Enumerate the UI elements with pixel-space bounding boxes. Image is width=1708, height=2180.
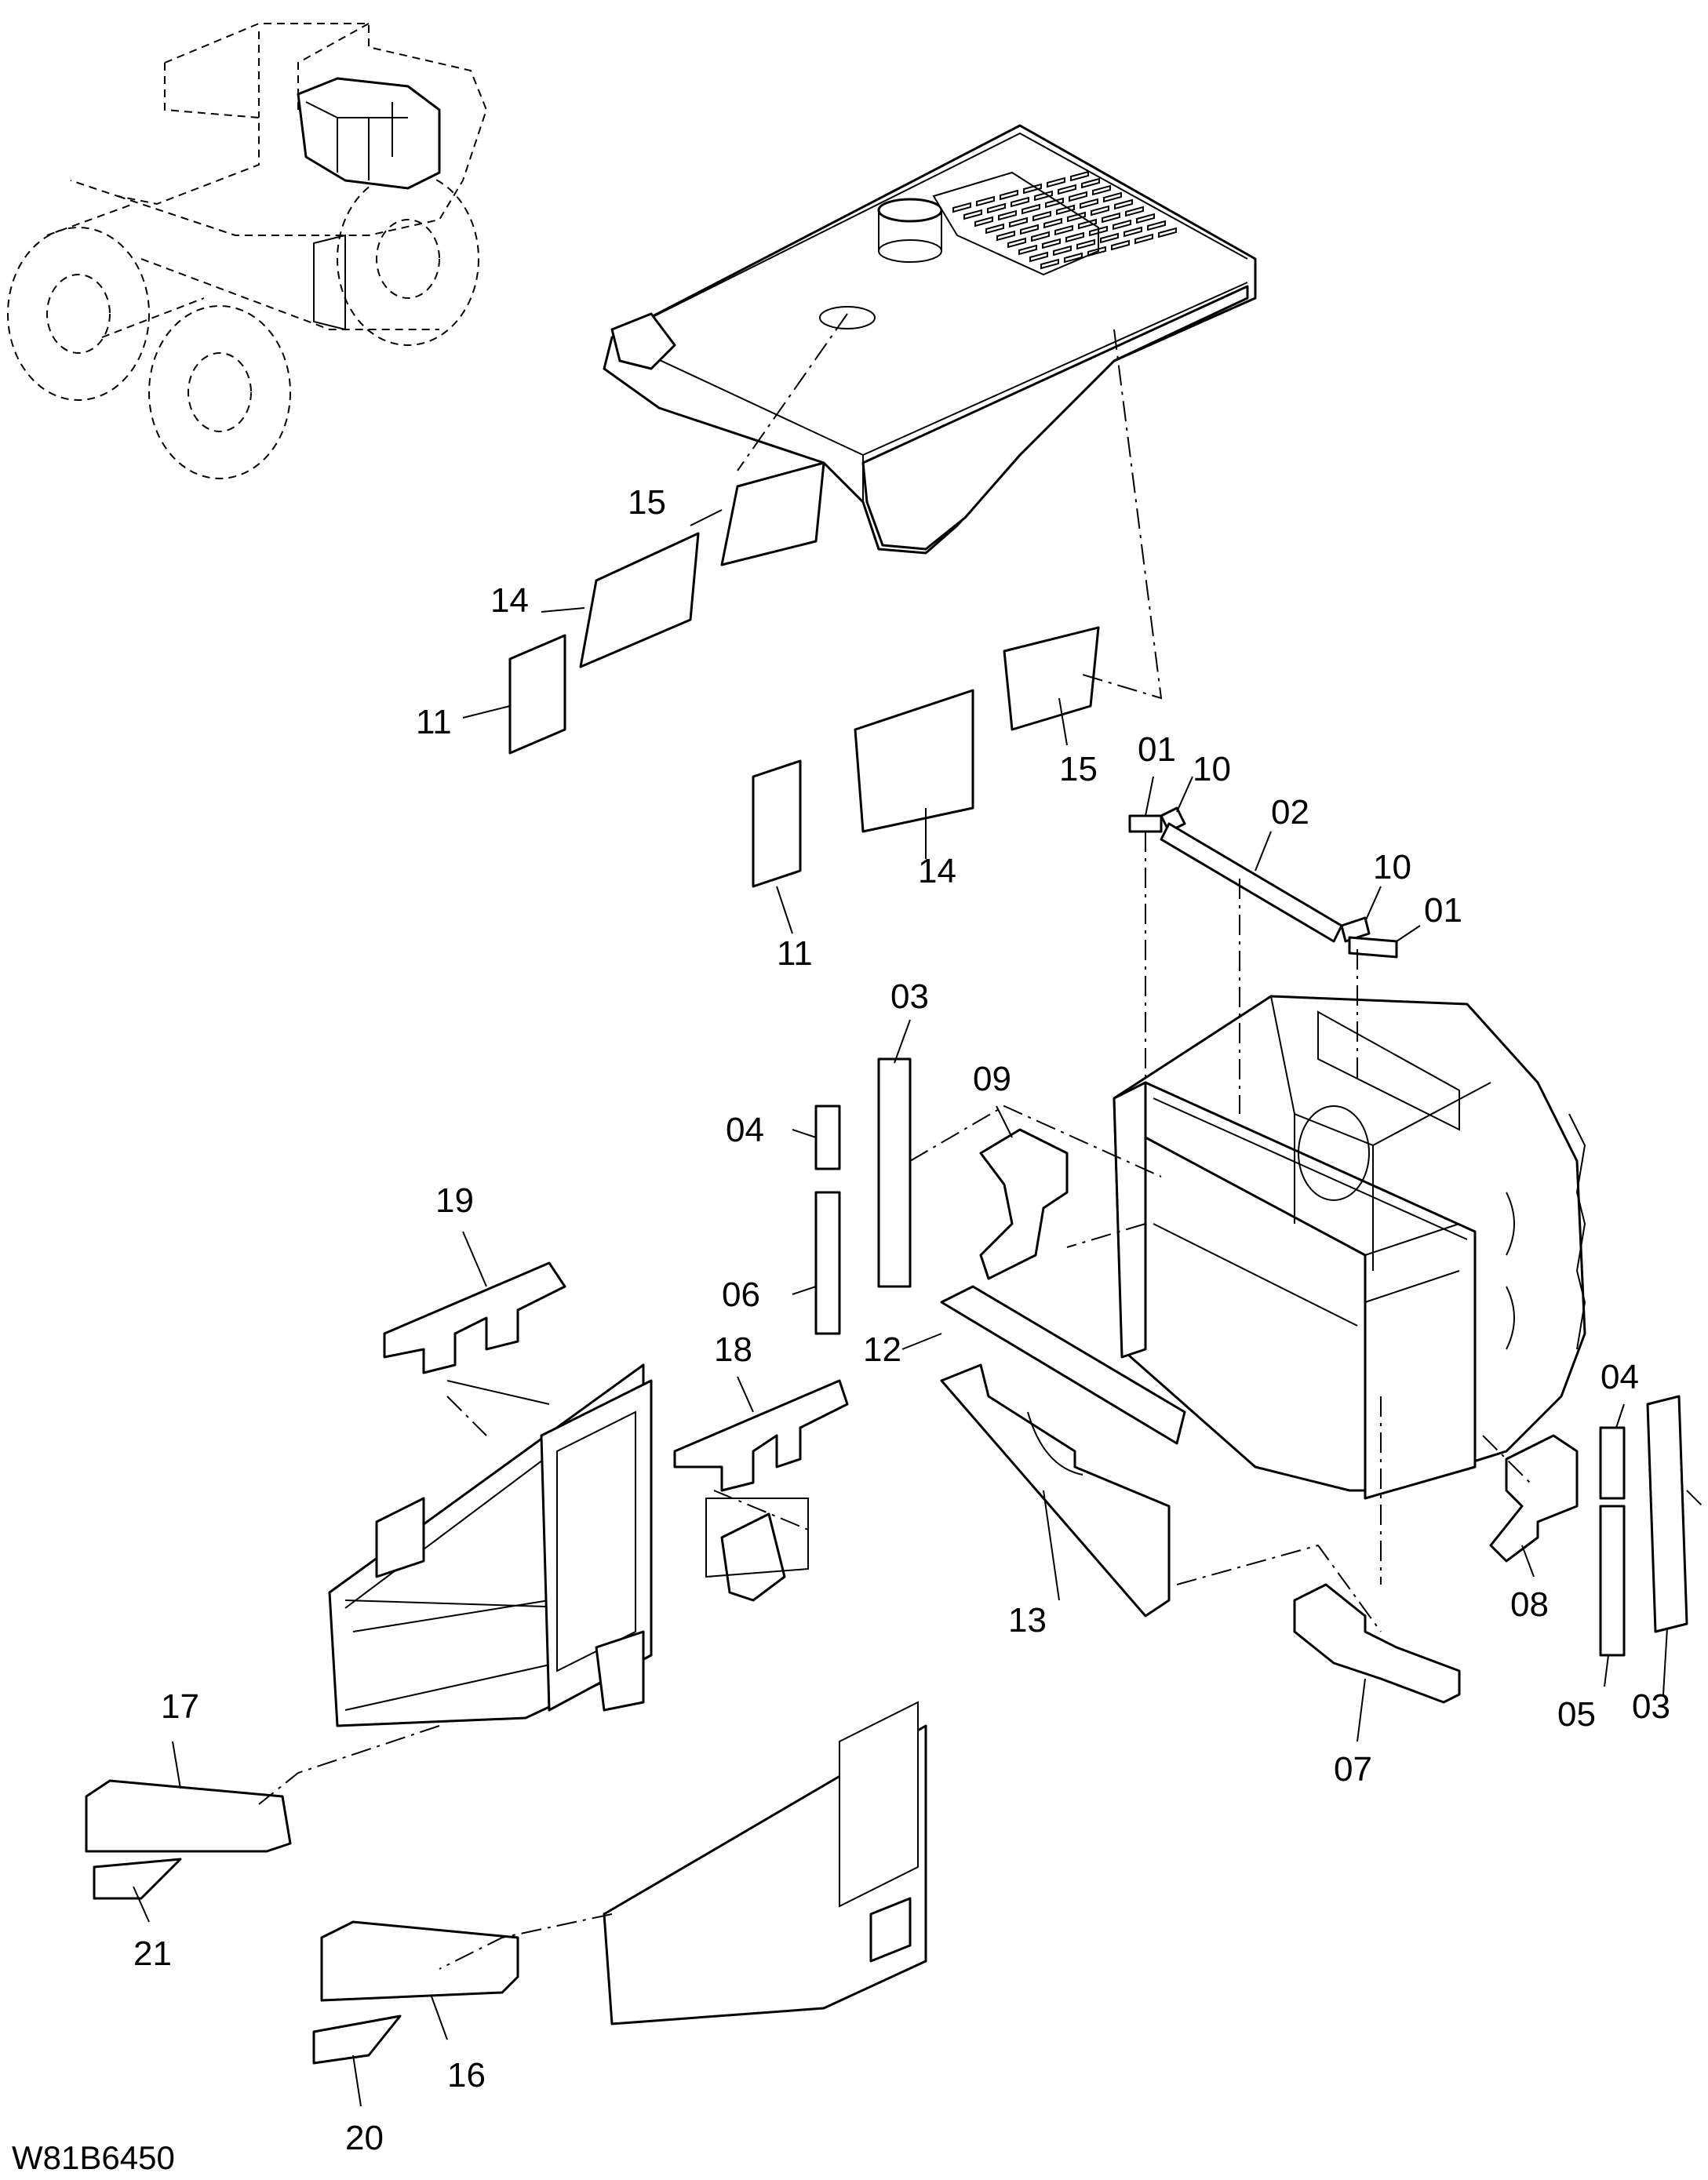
- pad-01b: [1348, 936, 1398, 959]
- label-13: 13: [1008, 1601, 1047, 1640]
- pad-12: [940, 1285, 1186, 1445]
- label-12: 12: [863, 1330, 901, 1369]
- pad-10b: [1340, 916, 1371, 943]
- pad-11b: [752, 759, 802, 888]
- side-panel-right-door: [595, 1512, 927, 2025]
- pad-19: [383, 1261, 566, 1374]
- hood-louvers: [932, 170, 1177, 276]
- label-11b: 11: [777, 934, 813, 973]
- pad-14b: [854, 689, 974, 833]
- label-07: 07: [1334, 1750, 1372, 1789]
- label-01a: 01: [1138, 730, 1176, 769]
- pad-08: [1489, 1434, 1579, 1563]
- label-11a: 11: [416, 703, 452, 741]
- label-20: 20: [345, 2119, 384, 2157]
- pad-13: [940, 1363, 1171, 1618]
- pad-03b: [1646, 1395, 1688, 1633]
- label-02: 02: [1271, 793, 1309, 832]
- pad-20: [312, 2014, 402, 2065]
- label-10b: 10: [1373, 848, 1411, 886]
- label-21: 21: [133, 1934, 172, 1973]
- engine-hood: [603, 124, 1257, 555]
- leader-lines: [133, 509, 1668, 2107]
- label-14b: 14: [918, 852, 956, 890]
- label-19: 19: [435, 1181, 474, 1220]
- label-15a: 15: [628, 483, 666, 522]
- pad-07: [1293, 1583, 1461, 1704]
- label-08: 08: [1510, 1585, 1549, 1624]
- pad-14a: [579, 532, 700, 668]
- label-03b: 03: [1632, 1687, 1670, 1726]
- pad-21: [93, 1858, 182, 1900]
- label-14a: 14: [490, 581, 529, 620]
- label-16: 16: [447, 2056, 486, 2094]
- pad-09: [979, 1128, 1069, 1280]
- label-10a: 10: [1193, 750, 1231, 788]
- assembly-lines: [258, 313, 1703, 1970]
- pad-04b: [1599, 1426, 1626, 1500]
- label-06: 06: [722, 1276, 760, 1314]
- label-15b: 15: [1059, 750, 1098, 788]
- part-labels: 15 14 11 15 14 11 01 10 02 10 01 03 04 0…: [133, 483, 1670, 2157]
- pad-11a: [508, 634, 566, 755]
- pad-15a: [720, 461, 825, 566]
- pad-06: [814, 1191, 841, 1335]
- pad-01a: [1128, 814, 1163, 833]
- pad-15b: [1003, 626, 1100, 731]
- label-18: 18: [714, 1330, 752, 1369]
- label-01b: 01: [1424, 891, 1462, 930]
- pad-18: [673, 1379, 849, 1492]
- pad-16: [320, 1920, 519, 2002]
- pad-17: [85, 1779, 292, 1853]
- label-09: 09: [973, 1060, 1011, 1098]
- drawing-code: W81B6450: [12, 2139, 175, 2176]
- side-panel-louver-door: [540, 1379, 653, 1712]
- label-04a: 04: [726, 1111, 764, 1149]
- label-04b: 04: [1601, 1358, 1639, 1396]
- rear-frame-housing: [1113, 995, 1586, 1500]
- label-17: 17: [161, 1687, 199, 1726]
- label-05: 05: [1557, 1695, 1596, 1734]
- pad-05: [1599, 1505, 1626, 1657]
- locator-machine-thumbnail: [7, 23, 488, 479]
- pad-03a: [877, 1057, 912, 1288]
- label-03a: 03: [890, 977, 929, 1016]
- pad-02: [1160, 822, 1343, 943]
- pad-04a: [814, 1105, 841, 1170]
